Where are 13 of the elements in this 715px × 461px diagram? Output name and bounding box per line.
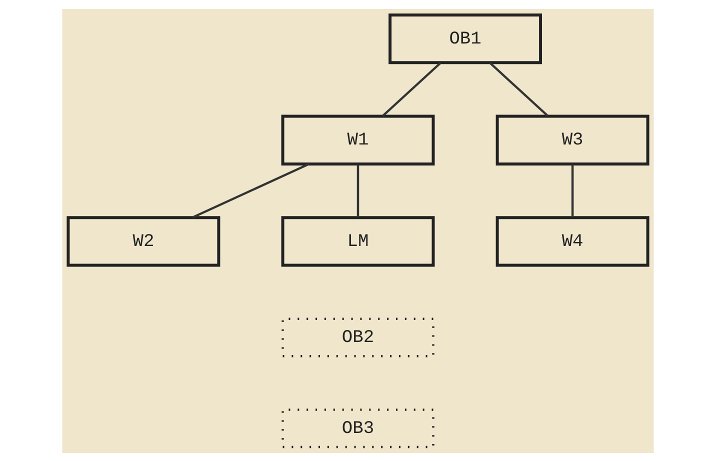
node-box: W4: [495, 216, 649, 266]
node-box: OB3: [281, 408, 434, 448]
connector: [191, 162, 309, 218]
connector: [570, 164, 574, 217]
node-box: OB2: [281, 317, 434, 357]
connector: [488, 62, 548, 116]
node-box: OB1: [388, 12, 542, 64]
node-box: LM: [280, 216, 434, 266]
node-box: W1: [280, 114, 434, 165]
node-box: W3: [495, 114, 649, 165]
connector: [356, 164, 359, 217]
node-box: W2: [66, 216, 220, 266]
connector: [382, 62, 441, 116]
